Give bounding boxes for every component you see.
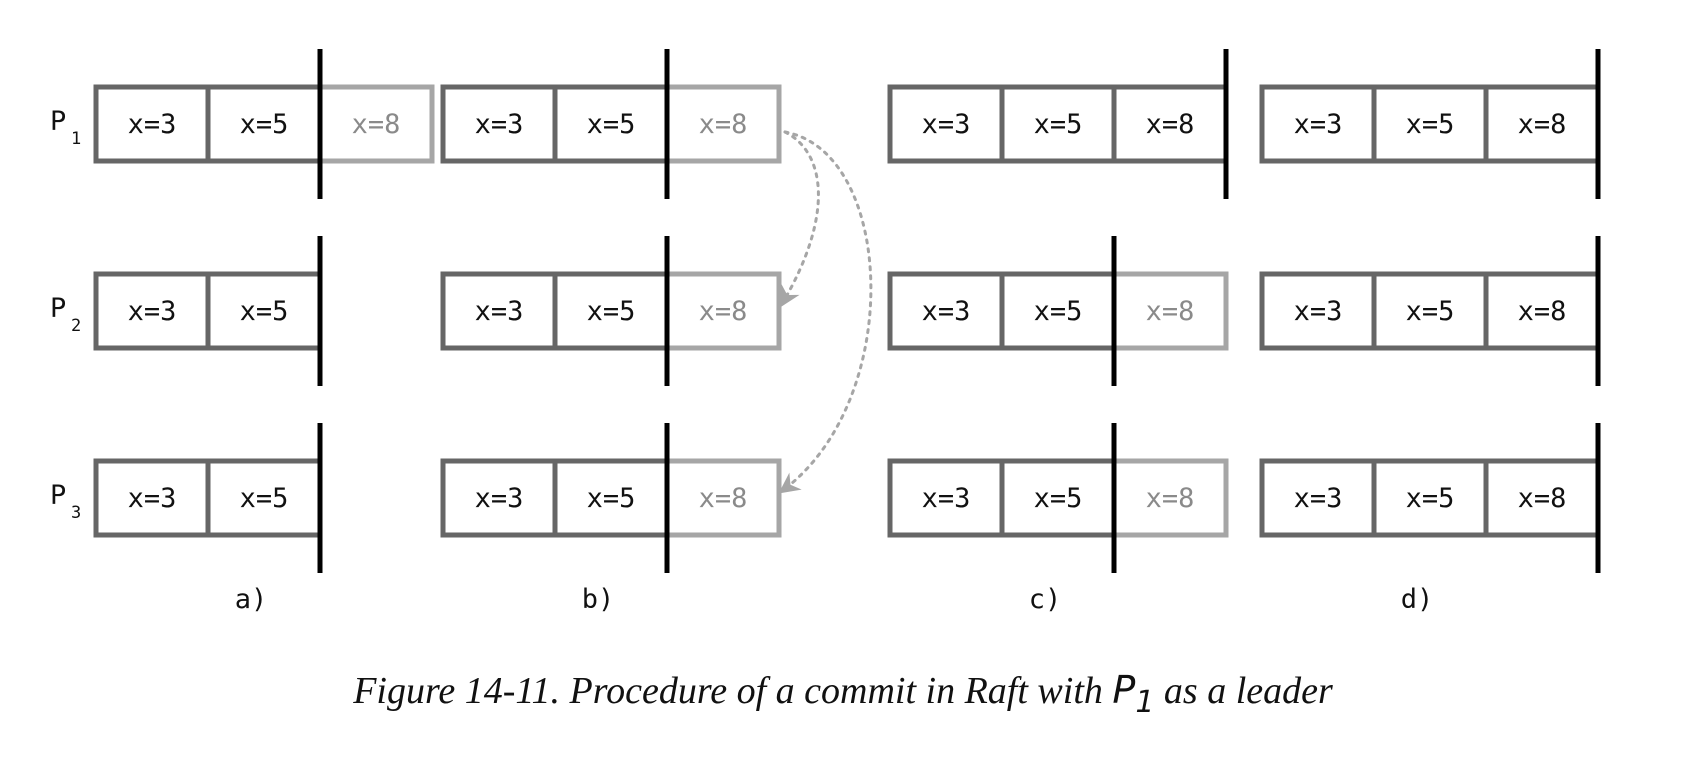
panel-label: a) — [235, 584, 268, 615]
committed-entry-text: x=8 — [1518, 296, 1567, 327]
pending-entry-cell — [1111, 271, 1229, 351]
committed-entry-text: x=5 — [1034, 109, 1083, 140]
figure-caption: Figure 14-11. Procedure of a commit in R… — [0, 668, 1686, 720]
process-label: P — [50, 106, 66, 137]
committed-entry-text: x=3 — [1294, 483, 1343, 514]
process-label-subscript: 2 — [71, 316, 81, 336]
committed-entry-text: x=5 — [240, 296, 289, 327]
committed-entry-text: x=3 — [1294, 109, 1343, 140]
panel: x=8 x=3 x=5 x=8 x=3 x=5 x=8 x=3 x=5 b) — [440, 49, 782, 615]
log-row: x=8 x=3 x=5 — [440, 236, 782, 386]
log-row: x=3 x=5 — [93, 236, 323, 386]
committed-entry-text: x=3 — [922, 296, 971, 327]
caption-text: Figure 14-11. Procedure of a commit in R… — [353, 670, 1113, 712]
log-row: x=3 x=5 — [93, 423, 323, 573]
committed-entry-text: x=5 — [1406, 483, 1455, 514]
caption-leader-subscript: 1 — [1135, 685, 1155, 720]
committed-entry-text: x=5 — [1034, 483, 1083, 514]
pending-entry-cell — [1111, 458, 1229, 538]
caption-leader-symbol: P — [1112, 668, 1136, 712]
committed-entry-text: x=5 — [240, 483, 289, 514]
log-row: x=3 x=5 x=8 — [1259, 423, 1601, 573]
committed-entry-text: x=5 — [1406, 296, 1455, 327]
committed-entry-text: x=5 — [1406, 109, 1455, 140]
panel-label: d) — [1401, 584, 1434, 615]
replication-arrows — [778, 130, 873, 494]
caption-text-after: as a leader — [1154, 670, 1333, 712]
committed-entry-text: x=5 — [587, 483, 636, 514]
panel-label: c) — [1029, 584, 1062, 615]
pending-entry-text: x=8 — [1146, 296, 1195, 327]
committed-entry-text: x=5 — [587, 109, 636, 140]
replication-arrow — [779, 130, 820, 308]
log-row: x=3 x=5 x=8 — [1259, 236, 1601, 386]
pending-entry-text: x=8 — [352, 109, 401, 140]
panel-label: b) — [582, 584, 615, 615]
committed-log-box — [887, 84, 1229, 164]
log-row: x=3 x=5 x=8 — [1259, 49, 1601, 199]
committed-entry-text: x=8 — [1518, 109, 1567, 140]
committed-entry-text: x=3 — [922, 483, 971, 514]
log-row: x=3 x=5 x=8 — [887, 49, 1229, 199]
committed-entry-text: x=5 — [1034, 296, 1083, 327]
pending-entry-text: x=8 — [699, 296, 748, 327]
committed-entry-text: x=3 — [1294, 296, 1343, 327]
process-label: P — [50, 480, 66, 511]
log-row: x=8 x=3 x=5 — [887, 423, 1229, 573]
committed-entry-text: x=5 — [587, 296, 636, 327]
committed-entry-text: x=3 — [128, 296, 177, 327]
log-row: x=8 x=3 x=5 — [440, 49, 782, 199]
committed-entry-text: x=8 — [1518, 483, 1567, 514]
process-label: P — [50, 293, 66, 324]
replication-arrow — [778, 130, 873, 494]
log-row: x=8 x=3 x=5 — [440, 423, 782, 573]
committed-entry-text: x=5 — [240, 109, 289, 140]
committed-entry-text: x=3 — [128, 109, 177, 140]
pending-entry-text: x=8 — [699, 109, 748, 140]
panel: x=3 x=5 x=8 x=8 x=3 x=5 x=8 x=3 x=5 c) — [887, 49, 1229, 615]
pending-entry-cell — [664, 458, 782, 538]
committed-entry-text: x=3 — [475, 296, 524, 327]
committed-entry-text: x=3 — [475, 483, 524, 514]
pending-entry-text: x=8 — [699, 483, 748, 514]
pending-entry-text: x=8 — [1146, 483, 1195, 514]
process-label-subscript: 3 — [71, 503, 81, 523]
committed-entry-text: x=3 — [922, 109, 971, 140]
panel: x=3 x=5 x=8 x=3 x=5 x=8 x=3 x=5 x=8 d) — [1259, 49, 1601, 615]
committed-entry-text: x=3 — [128, 483, 177, 514]
log-row: x=8 x=3 x=5 — [887, 236, 1229, 386]
committed-entry-text: x=8 — [1146, 109, 1195, 140]
log-row: x=8 x=3 x=5 — [93, 49, 435, 199]
panel: x=8 x=3 x=5 x=3 x=5 x=3 x=5 a) — [93, 49, 435, 615]
committed-log-box — [1259, 458, 1601, 538]
process-label-subscript: 1 — [71, 129, 81, 149]
committed-entry-text: x=3 — [475, 109, 524, 140]
